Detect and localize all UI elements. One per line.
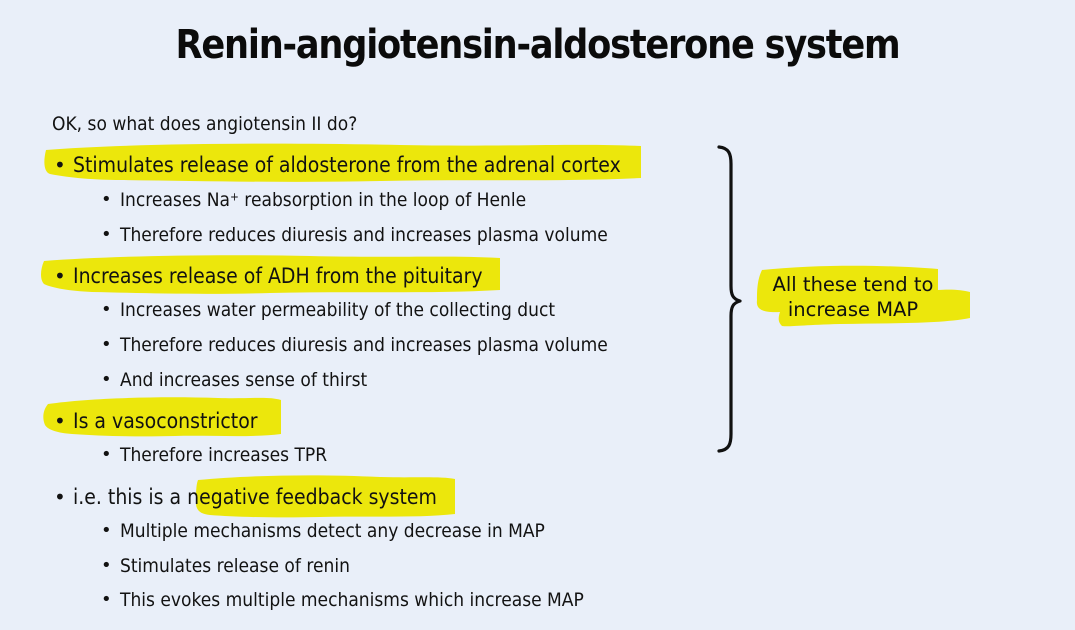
list-item: Is a vasoconstrictor xyxy=(73,409,258,433)
list-item: Therefore reduces diuresis and increases… xyxy=(120,224,608,246)
bullet-marker-level2: • xyxy=(101,299,112,320)
list-item: Increases water permeability of the coll… xyxy=(120,299,556,321)
list-item: And increases sense of thirst xyxy=(120,369,368,391)
list-item-text-post: reabsorption in the loop of Henle xyxy=(238,189,527,211)
bullet-marker-level2: • xyxy=(101,555,112,576)
list-item: Therefore increases TPR xyxy=(120,444,328,466)
superscript-plus: + xyxy=(229,189,239,204)
bullet-marker-level2: • xyxy=(101,224,112,245)
bullet-marker-level2: • xyxy=(101,334,112,355)
bullet-marker-level2: • xyxy=(101,369,112,390)
list-item: Multiple mechanisms detect any decrease … xyxy=(120,520,545,542)
list-item: Therefore reduces diuresis and increases… xyxy=(120,334,608,356)
bullet-marker-level2: • xyxy=(101,444,112,465)
bullet-marker-level2: • xyxy=(101,589,112,610)
list-item: i.e. this is a negative feedback system xyxy=(73,485,437,509)
list-item: Stimulates release of aldosterone from t… xyxy=(73,153,621,177)
annotation-line-1: All these tend to xyxy=(772,273,934,296)
list-item: Increases Na+ reabsorption in the loop o… xyxy=(120,189,571,211)
lead-line: OK, so what does angiotensin II do? xyxy=(52,113,358,135)
annotation-all-these-increase-map: All these tend to increase MAP xyxy=(758,272,948,322)
bullet-marker-level2: • xyxy=(101,520,112,541)
bullet-marker-level1: • xyxy=(54,153,66,177)
right-curly-brace-icon xyxy=(717,145,742,453)
bullet-marker-level2: • xyxy=(101,189,112,210)
list-item-text-pre: Increases Na xyxy=(120,189,230,211)
bullet-marker-level1: • xyxy=(54,264,66,288)
slide-body: OK, so what does angiotensin II do? • St… xyxy=(52,113,621,611)
bullet-marker-level1: • xyxy=(54,409,66,433)
bullet-marker-level1: • xyxy=(54,485,66,509)
list-item: Increases release of ADH from the pituit… xyxy=(73,264,483,288)
annotation-line-2: increase MAP xyxy=(787,298,919,321)
page-title: Renin-angiotensin-aldosterone system xyxy=(175,22,901,68)
list-item: This evokes multiple mechanisms which in… xyxy=(120,589,584,611)
list-item: Stimulates release of renin xyxy=(120,555,350,577)
